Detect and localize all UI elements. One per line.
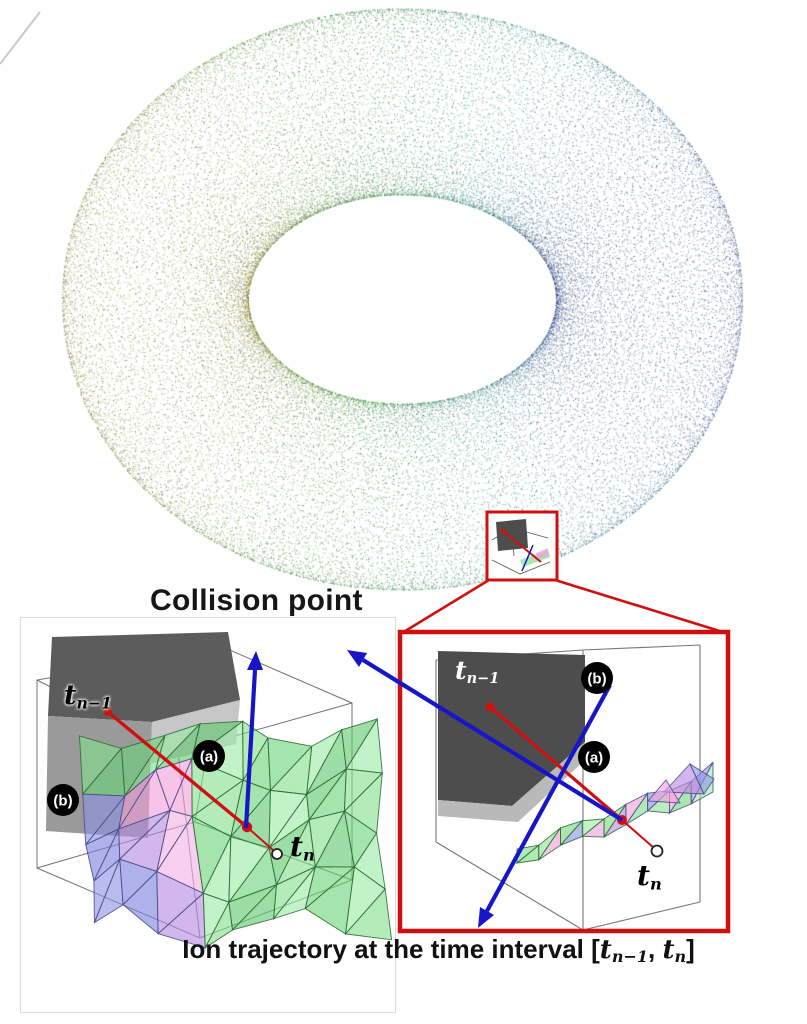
torus-point-cloud <box>0 0 807 612</box>
left-trajectory-tail <box>246 826 274 851</box>
right-ion-trajectory-line <box>488 705 624 822</box>
badge-a-left-label: (a) <box>200 749 218 766</box>
left-cube-top-face <box>48 632 240 722</box>
figure-caption: Ion trajectory at the time interval [tn−… <box>0 934 807 966</box>
badge-b-right: (b) <box>581 662 613 694</box>
left-mesh <box>79 717 393 950</box>
left-t-prev-dot <box>104 708 112 716</box>
mini-cube <box>496 519 528 551</box>
caption-prefix: Ion trajectory at the time interval [ <box>182 934 600 964</box>
mini-dot <box>500 528 506 534</box>
right-trajectory-tail <box>621 819 655 849</box>
zoom-callout <box>401 510 727 635</box>
caption-sub-prev: n−1 <box>611 947 648 966</box>
badge-a-right-label: (a) <box>585 750 603 767</box>
right-arrow-down-shaft <box>485 683 612 913</box>
callout-line-right <box>554 578 727 635</box>
caption-sub-n: n <box>674 947 687 966</box>
left-illustration: (b) (a) <box>36 632 393 950</box>
badge-b-left: (b) <box>47 784 79 816</box>
left-t-n-open-circle <box>271 848 283 860</box>
right-arrow-down-head-icon <box>478 907 494 928</box>
caption-t-n: t <box>662 935 675 965</box>
caption-t-prev: t <box>599 935 612 965</box>
callout-line-left <box>401 578 490 635</box>
label-t-n-left: tn <box>290 830 315 865</box>
right-t-n-open-circle <box>650 844 664 858</box>
label-t-n-right: tn <box>637 859 662 894</box>
corner-artifact-line <box>0 11 41 65</box>
mini-mesh-pink <box>536 548 549 559</box>
right-cube-dark-face <box>438 651 585 806</box>
right-arrow-up-shaft <box>361 658 624 822</box>
caption-separator: , <box>647 934 663 964</box>
right-t-prev-dot <box>485 702 495 712</box>
mini-arrow <box>521 544 534 572</box>
badge-a-left: (a) <box>193 740 225 772</box>
zoom-box-frame <box>397 629 731 934</box>
right-illustration: (b) (a) <box>347 629 731 934</box>
left-inset-border <box>20 617 396 1013</box>
left-ion-trajectory-line <box>106 710 249 829</box>
collision-point-label: Collision point <box>150 584 363 617</box>
left-normal-arrow-shaft <box>243 669 258 829</box>
caption-suffix: ] <box>686 934 695 964</box>
badge-b-left-label: (b) <box>53 793 72 810</box>
badge-a-right: (a) <box>578 741 610 773</box>
mini-inset-frame <box>485 510 559 582</box>
badge-b-right-label: (b) <box>587 671 606 688</box>
left-normal-arrowhead-icon <box>247 651 263 670</box>
right-cell-wireframe <box>435 644 701 931</box>
right-arrow-up-head-icon <box>347 650 367 667</box>
label-t-prev-right: tn−1 <box>455 656 500 688</box>
mini-inset <box>485 510 559 582</box>
label-t-prev-left: tn−1 <box>64 680 112 713</box>
mini-trajectory <box>502 530 542 563</box>
